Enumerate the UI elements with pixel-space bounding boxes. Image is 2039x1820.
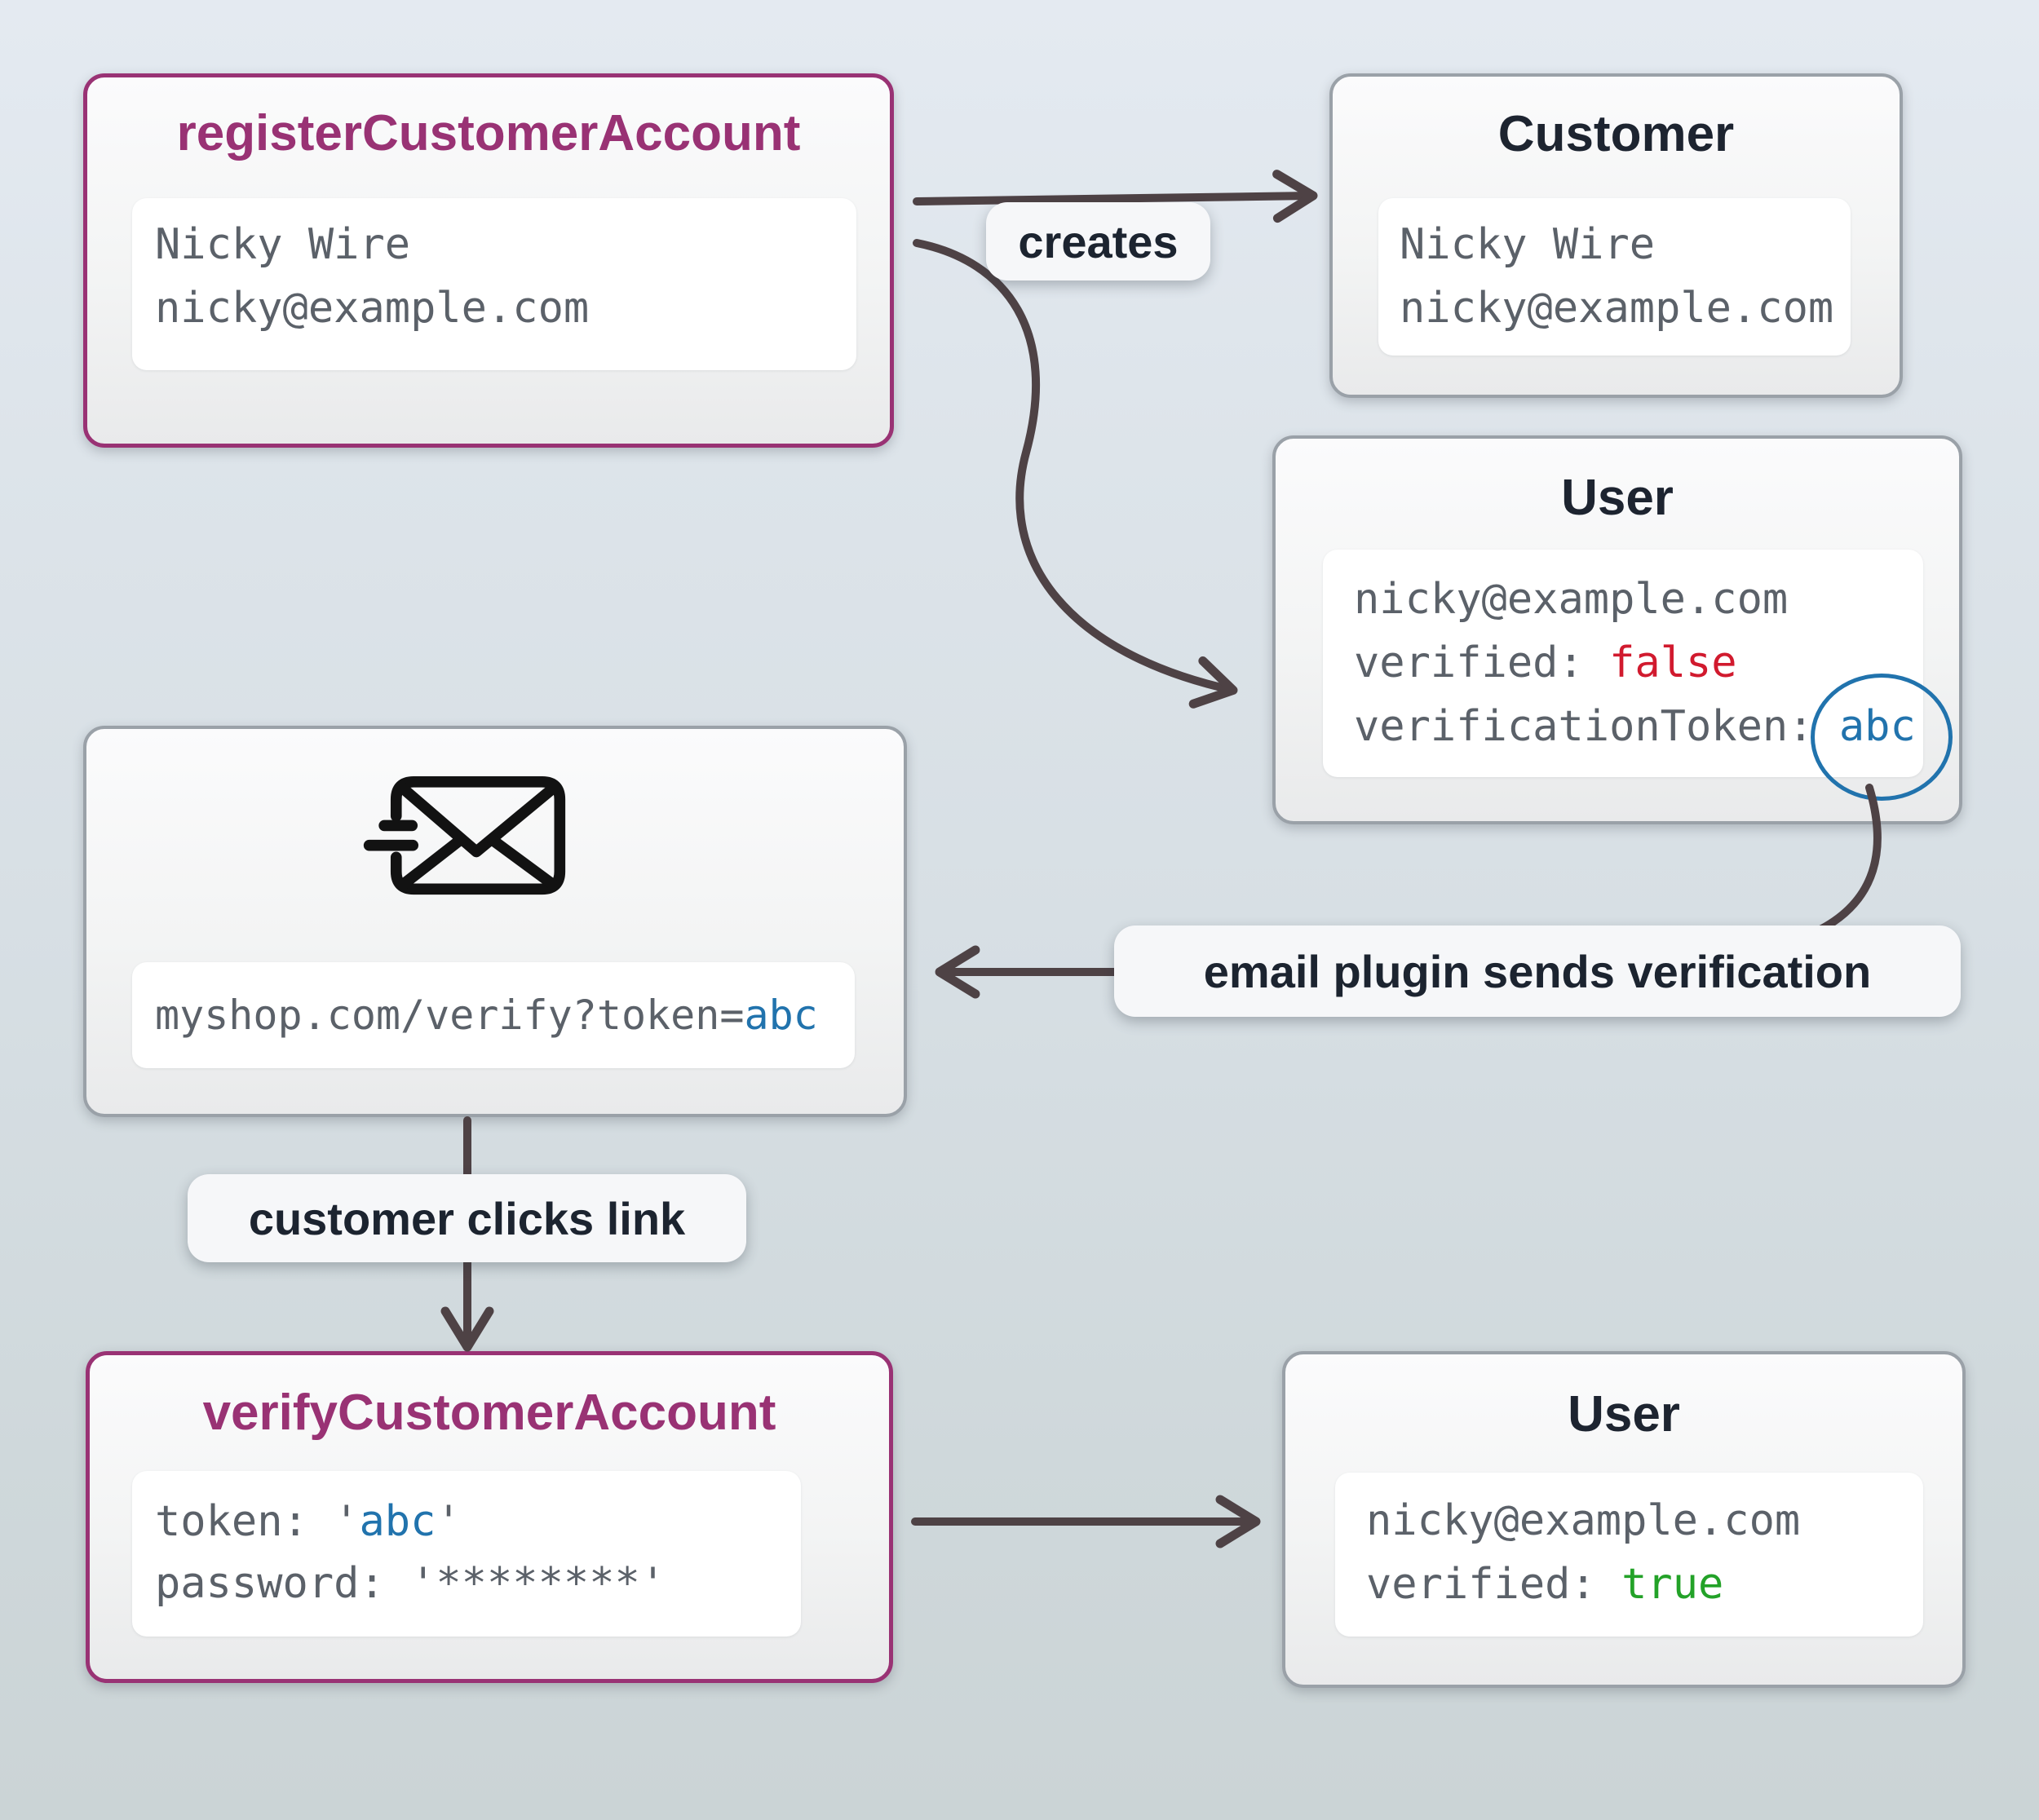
register-title: registerCustomerAccount xyxy=(176,105,801,161)
verified-label: verified: xyxy=(1354,638,1610,687)
register-name-line: Nicky Wire xyxy=(155,220,411,269)
register-email-line: nicky@example.com xyxy=(155,284,590,333)
user-verified-line: verified: false xyxy=(1354,631,1923,695)
url-token: abc xyxy=(744,992,818,1039)
verify-token-value: abc xyxy=(359,1497,436,1546)
verification-email-node: myshop.com/verify?token=abc xyxy=(83,726,907,1117)
customer-title: Customer xyxy=(1497,106,1735,162)
verify-token-label: token: ' xyxy=(155,1497,360,1546)
verify-customer-account-node: verifyCustomerAccount token: 'abc' passw… xyxy=(86,1351,893,1683)
arrow-register-to-customer xyxy=(913,170,1318,223)
user-verified-title: User xyxy=(1568,1386,1680,1442)
customer-node: Customer Nicky Wire nicky@example.com xyxy=(1329,73,1903,398)
token-label: verificationToken: xyxy=(1354,702,1814,751)
register-payload: Nicky Wire nicky@example.com xyxy=(132,198,856,370)
register-customer-account-node: registerCustomerAccount Nicky Wire nicky… xyxy=(83,73,894,448)
user-bottom-email-line: nicky@example.com xyxy=(1366,1496,1801,1545)
verify-token-suffix: ' xyxy=(436,1497,462,1546)
user-email-line: nicky@example.com xyxy=(1354,575,1789,624)
verify-title: verifyCustomerAccount xyxy=(202,1385,776,1441)
verified-value-false: false xyxy=(1609,638,1737,687)
url-prefix: myshop.com/verify?token= xyxy=(155,992,745,1039)
customer-payload: Nicky Wire nicky@example.com xyxy=(1378,198,1851,356)
customer-email-line: nicky@example.com xyxy=(1400,284,1834,333)
customer-name-line: Nicky Wire xyxy=(1400,220,1656,269)
edge-label-creates: creates xyxy=(986,202,1210,281)
arrow-register-to-user xyxy=(913,239,1238,709)
user-bottom-verified-line: verified: true xyxy=(1366,1553,1923,1616)
verify-password-line: password: '********' xyxy=(155,1559,666,1608)
verification-url: myshop.com/verify?token=abc xyxy=(132,962,855,1068)
user-unverified-title: User xyxy=(1561,470,1674,526)
verified-value-true: true xyxy=(1621,1560,1724,1609)
verify-payload: token: 'abc' password: '********' xyxy=(132,1471,801,1637)
user-verified-payload: nicky@example.com verified: true xyxy=(1335,1473,1923,1637)
user-verified-node: User nicky@example.com verified: true xyxy=(1282,1351,1966,1688)
token-highlight-circle xyxy=(1811,674,1953,801)
verify-token-line: token: 'abc' xyxy=(155,1491,801,1553)
verified-label-bottom: verified: xyxy=(1366,1560,1622,1609)
mail-send-icon xyxy=(363,776,566,895)
edge-label-email-plugin: email plugin sends verification xyxy=(1114,925,1961,1017)
edge-label-customer-clicks: customer clicks link xyxy=(188,1174,746,1262)
user-unverified-node: User nicky@example.com verified: false v… xyxy=(1272,435,1962,824)
